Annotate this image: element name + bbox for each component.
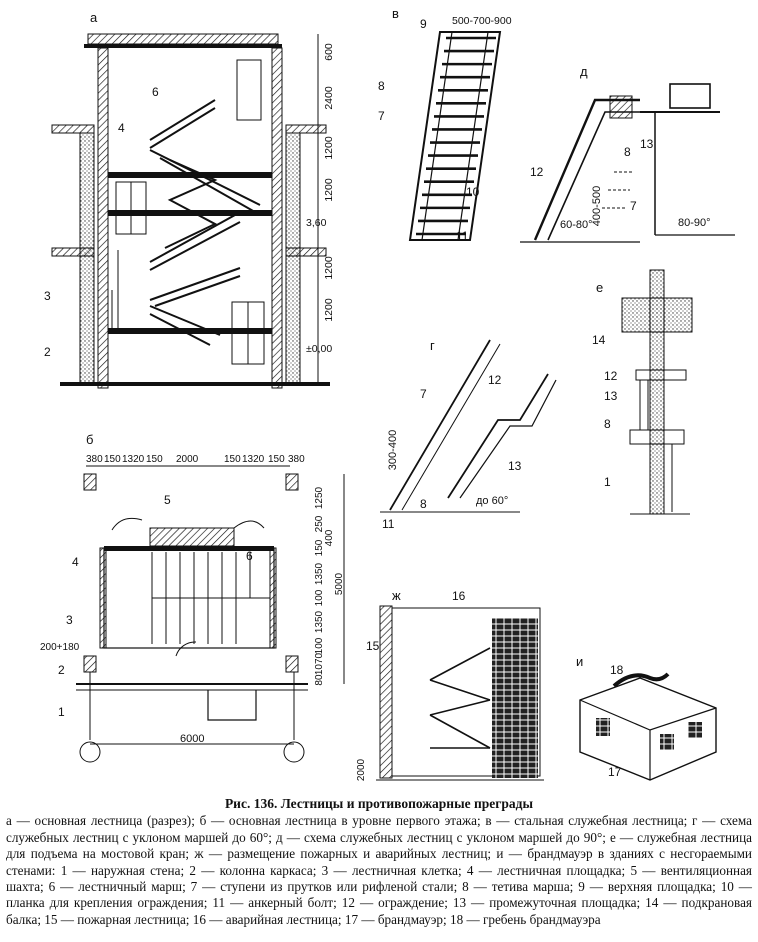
panel-label-e: е	[596, 280, 603, 295]
label-v-7: 7	[378, 109, 385, 123]
dim-b-r-1: 250	[314, 515, 325, 532]
dim-g-angle: до 60°	[476, 495, 508, 507]
dim-a-7: ±0,00	[306, 343, 332, 355]
dim-b-top-8: 380	[288, 454, 305, 465]
caption-text: а — основная лестница (разрез); б — осно…	[6, 813, 752, 927]
label-v-10: 10	[466, 185, 480, 199]
dim-a-2: 1200	[323, 136, 335, 160]
label-a-2: 2	[44, 345, 51, 359]
label-v-11: 11	[456, 229, 469, 243]
dim-b-wall: 200+180	[40, 642, 80, 653]
caption-title: Рис. 136. Лестницы и противопожарные пре…	[224, 796, 534, 811]
dim-b-r-6: 1350	[314, 610, 325, 633]
label-i-18: 18	[610, 663, 624, 677]
panel-label-b: б	[86, 432, 93, 447]
dim-b-r-3: 150	[314, 539, 325, 556]
label-a-3: 3	[44, 289, 51, 303]
dim-b-top-6: 1320	[242, 454, 265, 465]
label-zh-16: 16	[452, 589, 466, 603]
label-zh-15: 15	[366, 639, 380, 653]
label-d-13: 13	[640, 137, 654, 151]
dim-b-top-4: 2000	[176, 454, 199, 465]
dim-b-top-3: 150	[146, 454, 163, 465]
dim-b-r-8: 5000	[334, 572, 345, 595]
dim-g-step: 300-400	[387, 430, 399, 470]
label-d-12: 12	[530, 165, 544, 179]
label-b-6: 6	[246, 549, 253, 563]
dim-a-0: 600	[323, 43, 335, 61]
dim-b-r-2: 400	[324, 529, 335, 546]
panel-i-firewall: и 18 17	[576, 654, 717, 781]
dim-b-r-0: 1250	[314, 486, 325, 509]
label-b-5: 5	[164, 493, 171, 507]
panel-label-v: в	[392, 6, 399, 21]
panel-a-section: а	[44, 10, 335, 389]
label-e-8: 8	[604, 417, 611, 431]
label-a-4: 4	[118, 121, 125, 135]
label-g-12: 12	[488, 373, 502, 387]
dim-b-r-5: 100	[314, 589, 325, 606]
label-a-6: 6	[152, 85, 159, 99]
panel-v-steel-ladder: в 500-700-900 9 8 7 10 11	[378, 6, 512, 243]
panel-label-d: д	[580, 64, 588, 79]
panel-label-a: а	[90, 10, 98, 25]
dim-b-r-10: 80	[314, 674, 325, 686]
label-e-1: 1	[604, 475, 611, 489]
dim-b-r-4: 1350	[314, 562, 325, 585]
dim-d-step: 400-500	[591, 186, 603, 226]
dim-b-top-0: 380	[86, 454, 103, 465]
label-b-1: 1	[58, 705, 65, 719]
label-i-17: 17	[608, 765, 622, 779]
label-g-8: 8	[420, 497, 427, 511]
label-g-13: 13	[508, 459, 522, 473]
dim-b-top-2: 1320	[122, 454, 145, 465]
label-b-3: 3	[66, 613, 73, 627]
dim-d-angle-1: 60-80°	[560, 219, 593, 231]
dim-b-top-7: 150	[268, 454, 285, 465]
dim-a-4: 3,60	[306, 217, 327, 229]
dim-a-3: 1200	[323, 178, 335, 202]
label-v-9: 9	[420, 17, 427, 31]
dim-b-span: 6000	[180, 733, 204, 745]
dim-a-6: 1200	[323, 298, 335, 322]
panel-label-g: г	[430, 338, 435, 353]
panel-e-crane-ladder: е 14 12 13 8 1	[592, 269, 693, 515]
panel-b-plan: б 380 150 1320 150 2000 150 1320 150 380	[40, 432, 345, 763]
label-e-13: 13	[604, 389, 618, 403]
dim-b-r-9: 1070	[314, 652, 325, 675]
label-d-8: 8	[624, 145, 631, 159]
label-d-7: 7	[630, 199, 637, 213]
panel-g-scheme-60: г 7 12 13 8 11 300-400 до 60°	[380, 338, 557, 531]
label-g-7: 7	[420, 387, 427, 401]
dim-d-angle-2: 80-90°	[678, 217, 711, 229]
label-g-11: 11	[382, 517, 395, 531]
label-b-2: 2	[58, 663, 65, 677]
label-e-14: 14	[592, 333, 606, 347]
dim-b-r-7: 100	[314, 637, 325, 654]
dim-b-top-5: 150	[224, 454, 241, 465]
figure-drawing: а	[40, 6, 735, 781]
panel-d-scheme-90: д 12 8 13 7 400-500 60-80° 80-90°	[520, 64, 735, 243]
dim-a-5: 1200	[323, 256, 335, 280]
panel-label-i: и	[576, 654, 583, 669]
label-v-8: 8	[378, 79, 385, 93]
label-b-4: 4	[72, 555, 79, 569]
dim-a-1: 2400	[323, 86, 335, 110]
label-e-12: 12	[604, 369, 618, 383]
panel-zh-fire-ladders: ж 2000 16 15	[356, 588, 544, 781]
dim-v-width: 500-700-900	[452, 15, 512, 27]
dim-b-top-1: 150	[104, 454, 121, 465]
figure-caption: Рис. 136. Лестницы и противопожарные пре…	[6, 796, 752, 928]
dim-zh-h: 2000	[356, 758, 367, 781]
panel-label-zh: ж	[392, 588, 401, 603]
